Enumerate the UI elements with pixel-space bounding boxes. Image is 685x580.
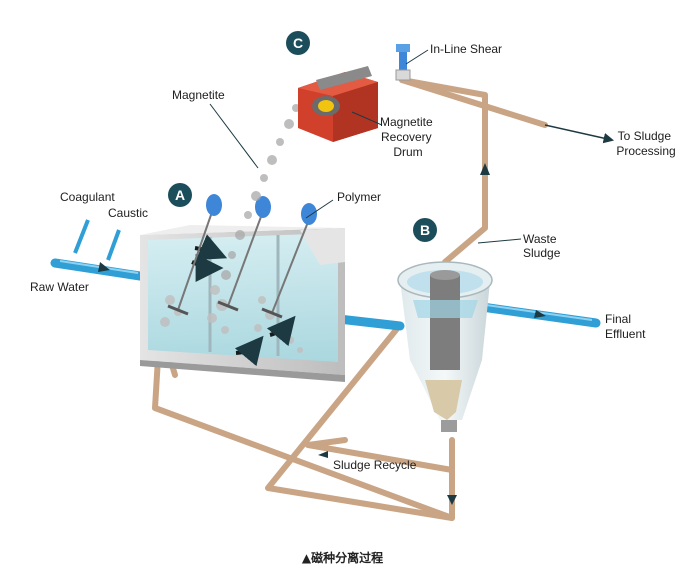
label-caustic: Caustic <box>108 206 148 220</box>
mixing-arrow-icon <box>266 315 296 347</box>
badge-c: C <box>286 31 310 55</box>
reaction-tank <box>140 225 345 382</box>
svg-text:A: A <box>175 187 185 203</box>
to-sludge-arrow <box>544 124 615 144</box>
clarifier-icon <box>397 261 493 432</box>
label-recovery-drum: Magnetite Recovery Drum <box>380 115 436 159</box>
mixer-icon <box>167 194 222 316</box>
leader-lines <box>209 103 522 244</box>
raw-water-pipe <box>50 219 145 281</box>
pipe-arrow-left-icon <box>318 451 328 458</box>
recovery-drum-icon <box>298 66 378 142</box>
label-in-line-shear: In-Line Shear <box>430 42 502 56</box>
figure-caption: ▲磁种分离过程 <box>301 551 384 565</box>
label-coagulant: Coagulant <box>60 190 115 204</box>
label-final-effluent: Final Effluent <box>605 312 646 341</box>
in-line-shear-icon <box>395 44 411 81</box>
mixer-icon <box>261 203 317 319</box>
svg-text:B: B <box>420 222 430 238</box>
badge-a: A <box>168 183 192 207</box>
label-to-sludge-processing: To Sludge Processing <box>616 129 675 158</box>
svg-text:C: C <box>293 35 303 51</box>
badge-b: B <box>413 218 437 242</box>
label-polymer: Polymer <box>337 190 381 204</box>
label-raw-water: Raw Water <box>30 280 89 294</box>
mixer-icon <box>217 196 271 312</box>
label-waste-sludge: Waste Sludge <box>523 232 561 260</box>
pipe-arrow-down-icon <box>447 495 457 505</box>
label-sludge-recycle: Sludge Recycle <box>333 458 417 472</box>
label-magnetite: Magnetite <box>172 88 225 102</box>
pipe-arrow-up-icon <box>480 163 490 175</box>
mixing-arrow-icon <box>234 335 264 367</box>
